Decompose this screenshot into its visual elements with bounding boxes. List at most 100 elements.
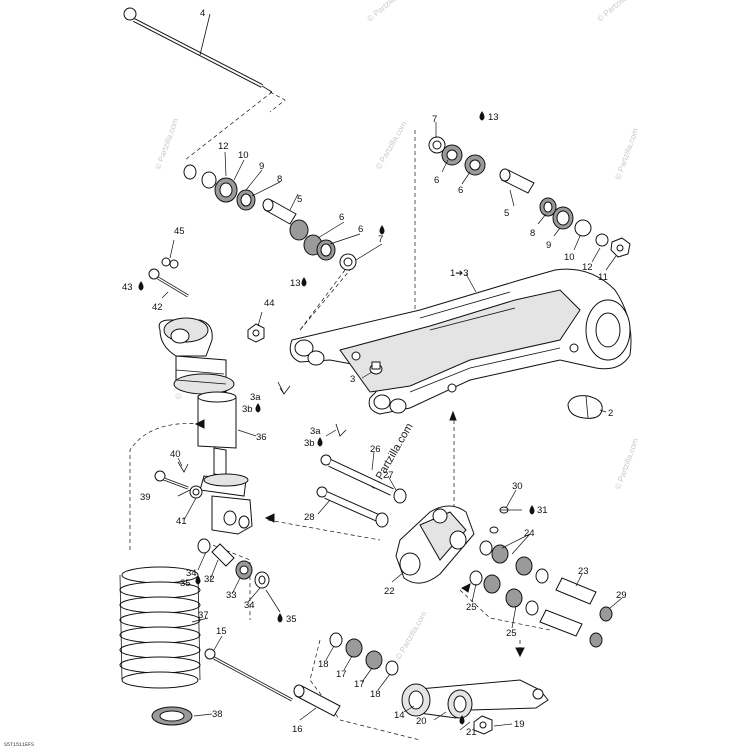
callout: 5: [297, 194, 302, 205]
watermark: © Partzilla.com: [613, 437, 640, 491]
part-18-seal: [385, 660, 399, 676]
part-38-spring-seat: [151, 706, 193, 726]
callout: 9: [259, 161, 264, 172]
direction-arrows: [194, 410, 525, 658]
callout: 30: [512, 481, 523, 492]
callout: 45: [174, 226, 185, 237]
part-8-spacer-ring: [236, 189, 256, 211]
arrow-down-icon: [515, 647, 525, 658]
callout: 21: [466, 727, 477, 738]
callout: 7: [432, 114, 437, 125]
callout: 22: [384, 586, 395, 597]
part-4-pivot-bolt: [123, 7, 273, 93]
part-10-seal: [201, 171, 217, 189]
arrow-left-icon: [264, 513, 275, 523]
part-32-sleeve: [211, 543, 235, 567]
part-42-bolt: [148, 268, 189, 298]
part-26-rod: [320, 454, 394, 496]
callout: 1➔3: [450, 268, 469, 279]
drop-icon: [459, 715, 465, 725]
part-7-seal: [339, 253, 357, 271]
callout: 34: [186, 568, 197, 579]
callout: 29: [616, 590, 627, 601]
part-16-sleeve: [293, 684, 341, 717]
part-19-nut: [473, 715, 493, 735]
drop-icon: [301, 277, 307, 287]
callout: 17: [336, 669, 347, 680]
part-3-grease-fitting: [369, 361, 383, 375]
drop-icon: [255, 403, 261, 413]
part-8-spacer-ring: [539, 197, 557, 217]
watermark: © Partzilla.com: [366, 0, 413, 24]
callout: 28: [304, 512, 315, 523]
part-44-nut: [247, 323, 265, 343]
part-33-bearing: [235, 560, 253, 580]
arrow-up-icon: [449, 410, 457, 421]
callout: 10: [238, 150, 249, 161]
callout: 20: [416, 716, 427, 727]
callout: 8: [530, 228, 535, 239]
lubricant-drop-icons: [138, 111, 535, 725]
part-6-bearing: [441, 144, 463, 166]
part-30-fitting: [489, 506, 509, 534]
part-5-sleeve: [499, 168, 535, 194]
callout: 13: [290, 278, 301, 289]
callout: 43: [122, 282, 133, 293]
part-34-seal: [254, 571, 270, 589]
callout: 40: [170, 449, 181, 460]
callout: 5: [504, 208, 509, 219]
callout: 2: [608, 408, 613, 419]
callout: 42: [152, 302, 163, 313]
callout: 3a: [250, 392, 261, 403]
part-5-sleeve: [262, 198, 297, 225]
callout: 25: [506, 628, 517, 639]
callout: 4: [200, 8, 205, 19]
drop-icon: [195, 575, 201, 585]
part-28-rod: [316, 486, 389, 528]
part-22-rocker-link: [395, 505, 475, 584]
watermark: © Partzilla.com: [153, 117, 180, 171]
watermark: © Partzilla.com: [394, 610, 429, 661]
callout: 13: [488, 112, 499, 123]
arrow-icon: [461, 583, 471, 593]
part-2-cap: [567, 395, 603, 419]
callout-lines: [161, 122, 623, 731]
callout: 12: [582, 262, 593, 273]
arrow-left-icon: [194, 419, 205, 429]
callout: 14: [394, 710, 405, 721]
watermark: © Partzilla.com: [374, 120, 409, 171]
callout: 16: [292, 724, 303, 735]
part-9-bearing-ring: [214, 177, 238, 203]
callout: 17: [354, 679, 365, 690]
callout: 18: [318, 659, 329, 670]
part-12-washer: [183, 164, 197, 180]
drop-icon: [138, 281, 144, 291]
callout: 31: [537, 505, 548, 516]
callout: 35: [180, 578, 191, 589]
part-6-bearing: [289, 219, 323, 256]
part-15-bolt: [204, 648, 293, 702]
callout: 35: [286, 614, 297, 625]
callout: 6: [358, 224, 363, 235]
part-11-nut: [610, 237, 631, 258]
part-27-washer: [393, 488, 407, 504]
drawing-code: S5T1511EFS: [4, 742, 34, 748]
callout: 6: [458, 185, 463, 196]
callout: 6: [434, 175, 439, 186]
callout: 38: [212, 709, 223, 720]
part-37-spring: [119, 566, 201, 689]
callout: 32: [204, 574, 215, 585]
callout: 34: [244, 600, 255, 611]
watermark: © Partzilla.com: [613, 127, 640, 181]
callout: 44: [264, 298, 275, 309]
callout: 36: [256, 432, 267, 443]
part-7-seal: [428, 136, 446, 154]
callout: 18: [370, 689, 381, 700]
part-6-bearing: [464, 154, 486, 176]
callout: 3: [350, 374, 355, 385]
callout: 37: [198, 610, 209, 621]
drop-icon: [529, 505, 535, 515]
callout: 12: [218, 141, 229, 152]
